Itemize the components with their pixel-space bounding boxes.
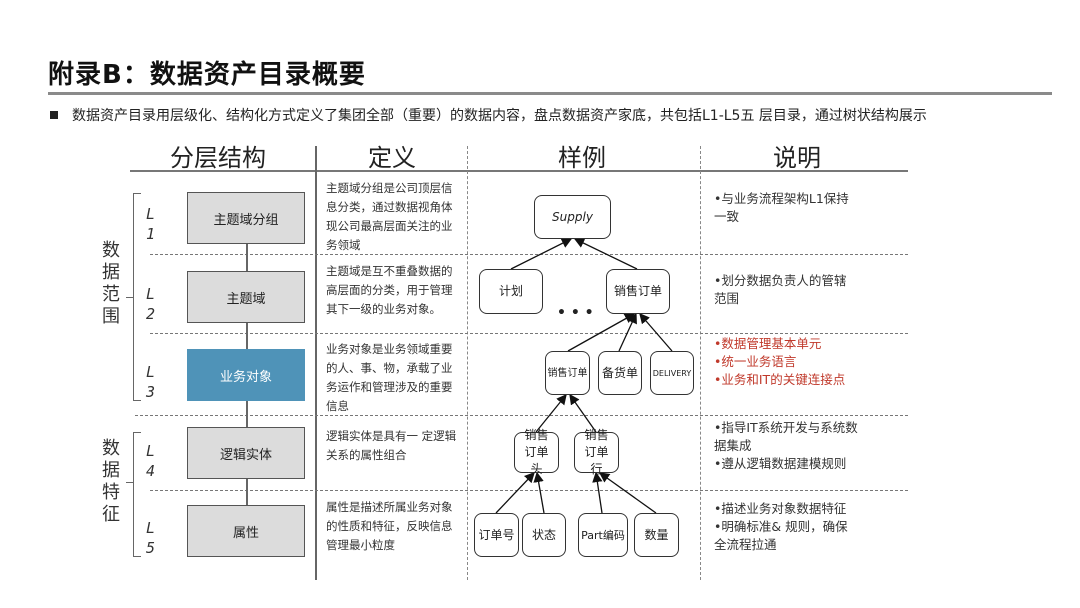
group-label-data-features: 数据特征 [102,438,120,525]
column-header-structure: 分层结构 [170,144,266,172]
row-divider [135,415,908,416]
note-item: •描述业务对象数据特征 [714,501,847,516]
notes-l4: •指导IT系统开发与系统数据集成 •遵从逻辑数据建模规则 [714,419,859,473]
example-node-order-header: 销售订单头 [514,428,559,476]
note-item: •与业务流程架构L1保持一致 [714,191,849,224]
row-divider [150,333,908,334]
edge [510,238,573,270]
header-divider [130,170,908,172]
notes-l5: •描述业务对象数据特征 •明确标准& 规则，确保 全流程拉通 [714,500,859,554]
intro-text: 数据资产目录用层级化、结构化方式定义了集团全部（重要）的数据内容，盘点数据资产家… [72,108,927,124]
edge [535,393,567,433]
page-title: 附录B：数据资产目录概要 [48,60,366,90]
example-node-quantity: 数量 [634,513,679,557]
group-label-data-scope: 数据范围 [102,240,120,327]
group-bracket [133,432,141,557]
definition-l4: 逻辑实体是具有一 定逻辑关系的属性组合 [326,429,457,462]
edge [618,312,637,352]
edge [639,313,673,352]
row-divider [150,490,908,491]
column-header-definition: 定义 [368,144,416,172]
definition-l1: 主题域分组是公司顶层信息分类，通过数据视角体现公司最高层面关注的业务领域 [326,181,453,252]
group-bracket [133,193,141,401]
example-node-supply: Supply [534,195,611,239]
example-node-order-no: 订单号 [474,513,519,557]
example-node-part-code: Part编码 [578,513,628,557]
example-node-stock-order: 备货单 [598,351,642,395]
column-divider [467,146,468,580]
level-box-l5: 属性 [187,505,305,557]
note-item: •业务和IT的关键连接点 [714,372,846,387]
row-divider [150,254,908,255]
level-box-l3: 业务对象 [187,349,305,401]
group-bracket-tick [126,297,133,298]
example-node-status: 状态 [522,513,566,557]
example-node-sales-order-domain: 销售订单 [606,269,670,314]
edge [569,393,597,433]
note-item: •数据管理基本单元 [714,336,822,351]
edge [592,471,603,514]
note-item: •划分数据负责人的管辖范围 [714,273,847,306]
level-box-l4: 逻辑实体 [187,427,305,479]
edge [598,472,657,514]
note-item: •遵从逻辑数据建模规则 [714,456,847,471]
title-divider [48,92,1052,95]
notes-l1: •与业务流程架构L1保持一致 [714,190,854,226]
definition-l2: 主题域是互不重叠数据的高层面的分类，用于管理其下一级的业务对象。 [326,264,453,316]
bullet-square-icon [50,111,58,119]
example-ellipsis: • • • [557,305,594,321]
column-header-notes: 说明 [773,144,821,172]
notes-l2: •划分数据负责人的管辖范围 [714,272,854,308]
note-item: •明确标准& 规则，确保 全流程拉通 [714,519,848,552]
example-node-plan: 计划 [479,269,543,314]
definition-l5: 属性是描述所属业务对象的性质和特征，反映信息管理最小粒度 [326,500,453,552]
definition-l3: 业务对象是业务领域重要的人、事、物，承载了业务运作和管理涉及的重要信息 [326,342,453,413]
note-item: •指导IT系统开发与系统数据集成 [714,420,858,453]
notes-l3: •数据管理基本单元 •统一业务语言 •业务和IT的关键连接点 [714,335,864,389]
level-box-l1: 主题域分组 [187,192,305,244]
edge [533,471,545,514]
column-header-example: 样例 [558,144,606,172]
note-item: •统一业务语言 [714,354,797,369]
level-box-l2: 主题域 [187,271,305,323]
group-bracket-tick [126,482,133,483]
example-node-sales-order: 销售订单 [545,351,590,395]
edge [567,313,636,352]
example-node-delivery: DELIVERY [650,351,694,395]
example-node-order-line: 销售订单行 [574,428,619,476]
column-divider [700,146,701,580]
column-divider [315,146,317,580]
edge [495,472,535,514]
intro-bullet: 数据资产目录用层级化、结构化方式定义了集团全部（重要）的数据内容，盘点数据资产家… [50,105,927,125]
edge [573,238,638,270]
